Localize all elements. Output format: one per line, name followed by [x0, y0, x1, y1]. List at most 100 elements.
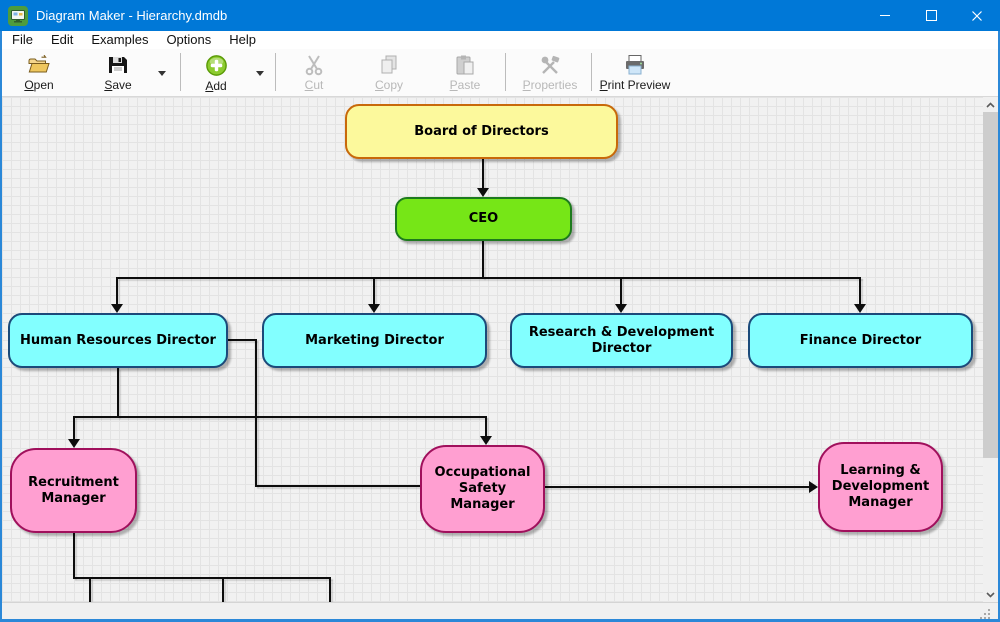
save-dropdown-button[interactable] — [152, 63, 172, 83]
arrowhead-down — [68, 439, 80, 448]
node-label: Recruitment Manager — [28, 474, 119, 506]
arrowhead-right — [809, 481, 818, 493]
minimize-icon — [880, 15, 890, 16]
save-button[interactable]: Save — [89, 51, 147, 95]
chevron-down-icon — [256, 70, 264, 76]
paste-button: Paste — [438, 51, 492, 95]
menu-edit[interactable]: Edit — [50, 32, 74, 47]
connector-truncated — [329, 578, 331, 602]
node-marketing-director[interactable]: Marketing Director — [262, 313, 487, 368]
window-border-left — [0, 31, 2, 622]
add-plus-icon — [205, 55, 227, 76]
connector-truncated — [222, 578, 224, 602]
toolbar-separator — [591, 53, 592, 91]
connector-ceo-rnd — [620, 277, 622, 304]
arrowhead-down — [368, 304, 380, 313]
node-occupational-safety-manager[interactable]: Occupational Safety Manager — [420, 445, 545, 533]
copy-label: Copy — [374, 78, 404, 92]
close-icon — [972, 10, 982, 21]
print-preview-button[interactable]: Print Preview — [596, 51, 674, 95]
menu-help[interactable]: Help — [229, 32, 256, 47]
connector-hr-recruitment — [73, 416, 75, 439]
connector-ceo-finance — [859, 277, 861, 304]
connector-safety-learning — [545, 486, 809, 488]
open-folder-icon — [28, 54, 50, 73]
node-learning-development-manager[interactable]: Learning & Development Manager — [818, 442, 943, 532]
copy-button: Copy — [362, 51, 416, 95]
node-label: Finance Director — [799, 332, 922, 348]
maximize-button[interactable] — [908, 0, 954, 31]
add-button[interactable]: Add — [190, 51, 242, 95]
titlebar: Diagram Maker - Hierarchy.dmdb — [0, 0, 1000, 31]
print-preview-label: Print Preview — [599, 78, 671, 92]
maximize-icon — [925, 10, 937, 21]
node-label: Board of Directors — [414, 123, 549, 139]
scroll-down-button[interactable] — [983, 587, 998, 602]
connector-hr-stem — [117, 368, 119, 417]
window-border-bottom — [0, 619, 1000, 622]
window-title: Diagram Maker - Hierarchy.dmdb — [36, 8, 228, 23]
node-ceo[interactable]: CEO — [395, 197, 572, 241]
cut-button: Cut — [288, 51, 340, 95]
menu-file[interactable]: File — [12, 32, 33, 47]
add-dropdown-button[interactable] — [250, 63, 270, 83]
connector-ceo-marketing — [373, 277, 375, 304]
connector-ceo-hr — [116, 277, 118, 304]
menu-options[interactable]: Options — [166, 32, 212, 47]
node-label: CEO — [468, 211, 499, 227]
chevron-down-icon — [158, 70, 166, 76]
connector-hr-side-stub — [228, 339, 256, 341]
node-board-of-directors[interactable]: Board of Directors — [345, 104, 618, 159]
toolbar-separator — [275, 53, 276, 91]
properties-label: Properties — [522, 78, 578, 92]
resize-grip-icon[interactable] — [980, 607, 991, 622]
connector-ceo-crossbar — [117, 277, 861, 279]
add-label: Add — [205, 79, 227, 93]
node-label: Learning & Development Manager — [831, 463, 930, 510]
paste-clipboard-icon — [456, 55, 474, 75]
connector-hr-side-to-safety — [255, 485, 420, 487]
scroll-up-button[interactable] — [983, 97, 998, 112]
arrowhead-down — [615, 304, 627, 313]
node-recruitment-manager[interactable]: Recruitment Manager — [10, 448, 137, 533]
diagram-canvas[interactable]: Board of Directors CEO Human Resources D… — [2, 97, 983, 602]
connector-recruitment-crossbar — [73, 577, 331, 579]
horizontal-scrollbar-track[interactable] — [2, 602, 998, 620]
node-finance-director[interactable]: Finance Director — [748, 313, 973, 368]
open-label: Open — [24, 78, 54, 92]
toolbar-separator — [505, 53, 506, 91]
node-label: Marketing Director — [305, 332, 444, 348]
connector-hr-crossbar — [74, 416, 486, 418]
menu-examples[interactable]: Examples — [91, 32, 149, 47]
save-floppy-icon — [109, 57, 127, 73]
node-research-development-director[interactable]: Research & Development Director — [510, 313, 733, 368]
open-button[interactable]: Open — [10, 51, 68, 95]
scrollbar-thumb[interactable] — [983, 112, 998, 458]
node-human-resources-director[interactable]: Human Resources Director — [8, 313, 228, 368]
paste-label: Paste — [449, 78, 481, 92]
window-border-right — [998, 31, 1000, 622]
properties-tools-icon — [541, 55, 560, 74]
properties-button: Properties — [514, 51, 586, 95]
arrowhead-down — [477, 188, 489, 197]
arrowhead-down — [111, 304, 123, 313]
printer-icon — [626, 55, 644, 75]
minimize-button[interactable] — [862, 0, 908, 31]
connector-ceo-stem — [482, 241, 484, 278]
connector-hr-safety — [485, 416, 487, 436]
menu-bar: File Edit Examples Options Help — [2, 31, 999, 49]
vertical-scrollbar[interactable] — [983, 97, 998, 602]
close-button[interactable] — [954, 0, 1000, 31]
app-icon — [8, 5, 28, 26]
cut-scissors-icon — [305, 55, 323, 76]
connector-hr-side-drop — [255, 339, 257, 486]
node-label: Research & Development Director — [528, 324, 715, 356]
save-label: Save — [104, 78, 132, 92]
toolbar-separator — [180, 53, 181, 91]
node-label: Human Resources Director — [20, 332, 216, 348]
node-label: Occupational Safety Manager — [434, 465, 531, 512]
connector-truncated — [89, 578, 91, 602]
arrowhead-down — [480, 436, 492, 445]
arrowhead-down — [854, 304, 866, 313]
